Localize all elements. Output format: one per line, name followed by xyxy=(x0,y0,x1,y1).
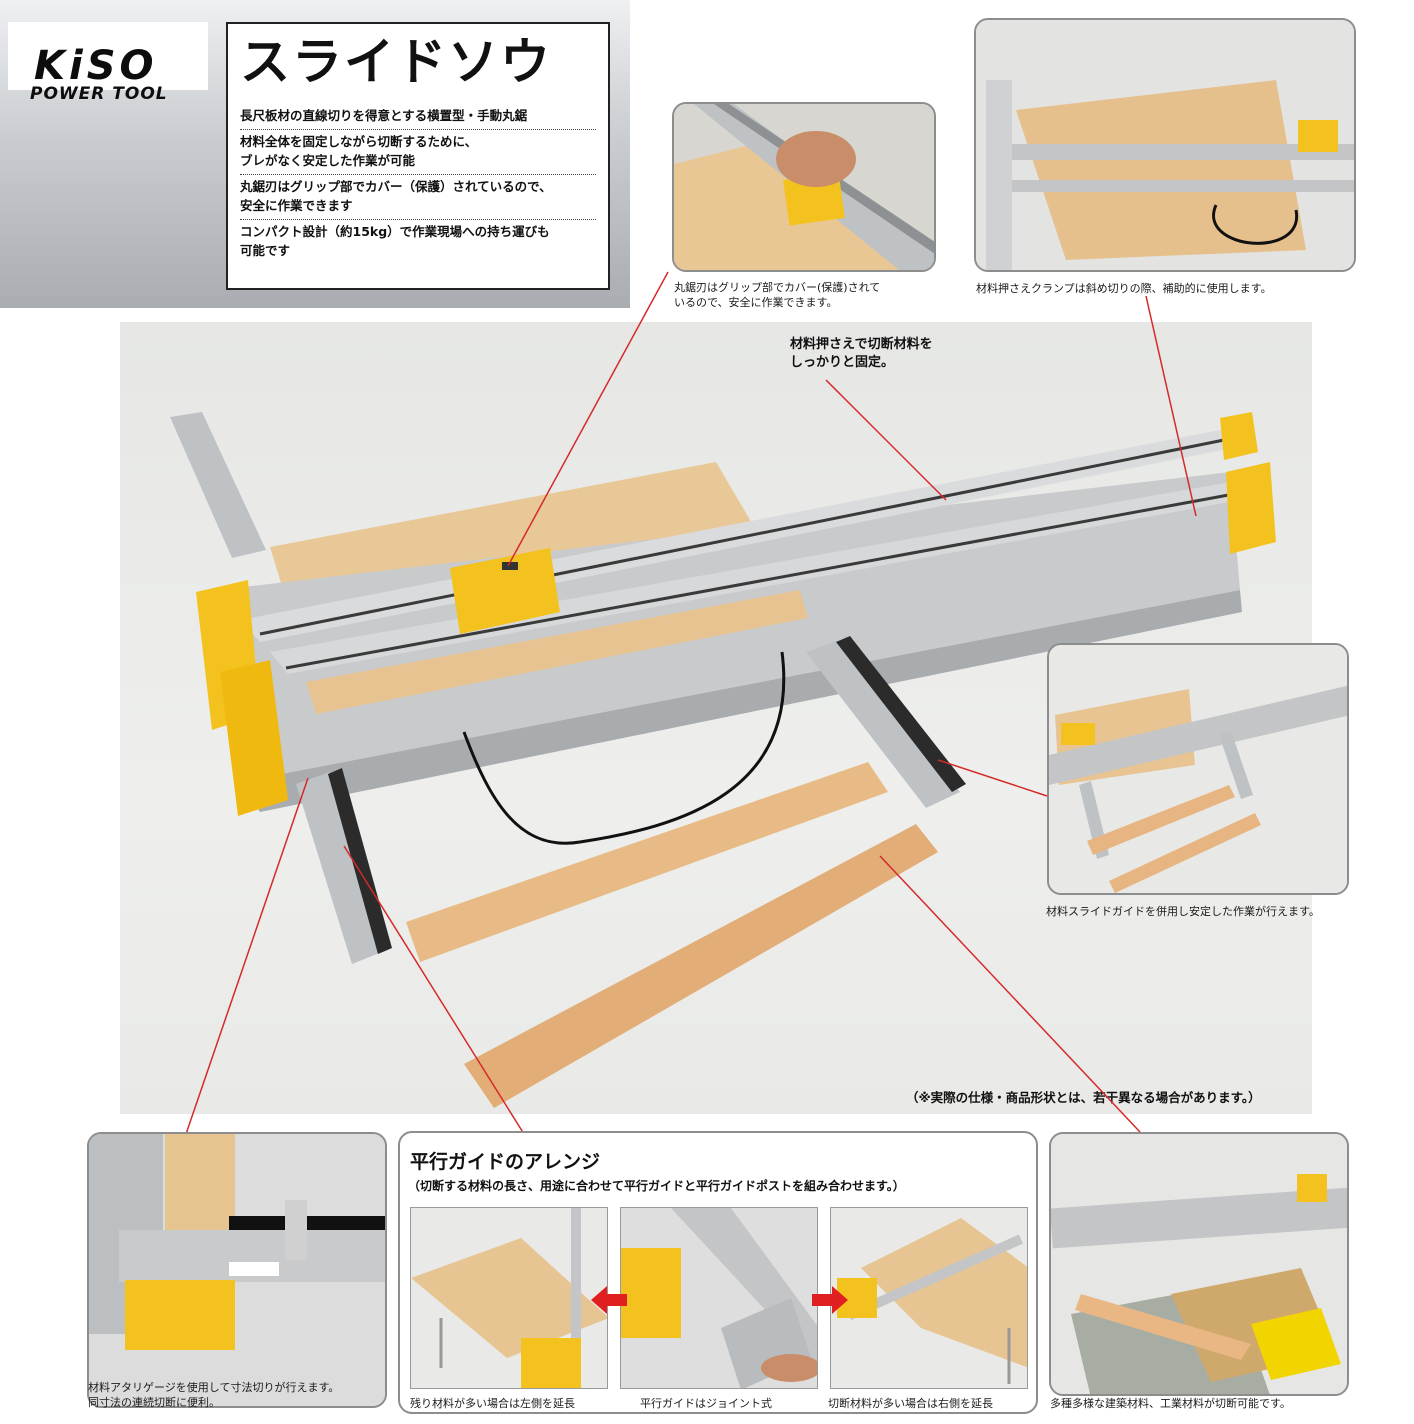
gauge-caption: 材料アタリゲージを使用して寸法切りが行えます。 同寸法の連続切断に便利。 xyxy=(88,1381,340,1409)
right-extension-illustration xyxy=(831,1208,1027,1388)
disclaimer: （※実際の仕様・商品形状とは、若干異なる場合があります。） xyxy=(906,1090,1261,1105)
joint-illustration xyxy=(621,1208,817,1388)
arrange-title: 平行ガイドのアレンジ xyxy=(410,1151,601,1173)
materials-caption: 多種多様な建築材料、工業材料が切断可能です。 xyxy=(1050,1397,1291,1410)
grip-cover-illustration xyxy=(674,104,934,270)
joint-photo xyxy=(620,1207,818,1389)
grip-cover-caption: 丸鋸刃はグリップ部でカバー(保護)されて いるので、安全に作業できます。 xyxy=(674,281,881,309)
arrange-subtitle: （切断する材料の長さ、用途に合わせて平行ガイドと平行ガイドポストを組み合わせます… xyxy=(408,1179,905,1193)
feature-item: コンパクト設計（約15kg）で作業現場への持ち運びも 可能です xyxy=(240,224,550,258)
materials-illustration xyxy=(1051,1134,1347,1394)
left-arrow-icon xyxy=(591,1286,627,1314)
right-arrow-icon xyxy=(812,1286,848,1314)
arrange-caption-right: 切断材料が多い場合は右側を延長 xyxy=(828,1397,993,1410)
header-banner: KiSO POWER TOOL スライドソウ 長尺板材の直線切りを得意とする横置… xyxy=(0,0,630,308)
parallel-guide-section: 平行ガイドのアレンジ （切断する材料の長さ、用途に合わせて平行ガイドと平行ガイド… xyxy=(398,1131,1038,1414)
left-extension-photo xyxy=(410,1207,608,1389)
clamp-photo xyxy=(974,18,1356,272)
grip-cover-photo xyxy=(672,102,936,272)
slide-guide-photo xyxy=(1047,643,1349,895)
clamp-illustration xyxy=(976,20,1354,270)
slide-guide-caption: 材料スライドガイドを併用し安定した作業が行えます。 xyxy=(1046,905,1320,918)
feature-item: 長尺板材の直線切りを得意とする横置型・手動丸鋸 xyxy=(240,104,596,130)
product-title-card: スライドソウ 長尺板材の直線切りを得意とする横置型・手動丸鋸 材料全体を固定しな… xyxy=(226,22,610,290)
slide-guide-illustration xyxy=(1049,645,1347,893)
logo-text: KiSO xyxy=(34,43,158,89)
feature-list: 長尺板材の直線切りを得意とする横置型・手動丸鋸 材料全体を固定しながら切断するた… xyxy=(240,104,596,264)
product-title: スライドソウ xyxy=(240,33,552,91)
gauge-photo xyxy=(87,1132,387,1408)
right-extension-photo xyxy=(830,1207,1028,1389)
materials-photo xyxy=(1049,1132,1349,1396)
clamp-caption: 材料押さえクランプは斜め切りの際、補助的に使用します。 xyxy=(976,282,1272,295)
slide-saw-illustration xyxy=(170,412,1276,1108)
left-extension-illustration xyxy=(411,1208,607,1388)
feature-item: 丸鋸刃はグリップ部でカバー（保護）されているので、 安全に作業できます xyxy=(240,175,596,220)
arrange-caption-left: 残り材料が多い場合は左側を延長 xyxy=(410,1397,575,1410)
material-holder-callout: 材料押さえで切断材料を しっかりと固定。 xyxy=(790,337,933,370)
brand-logo: KiSO POWER TOOL xyxy=(8,22,208,104)
gauge-illustration xyxy=(89,1134,385,1406)
arrange-caption-center: 平行ガイドはジョイント式 xyxy=(640,1397,772,1410)
logo-subtext: POWER TOOL xyxy=(30,84,168,104)
feature-item: 材料全体を固定しながら切断するために、 ブレがなく安定した作業が可能 xyxy=(240,130,596,175)
